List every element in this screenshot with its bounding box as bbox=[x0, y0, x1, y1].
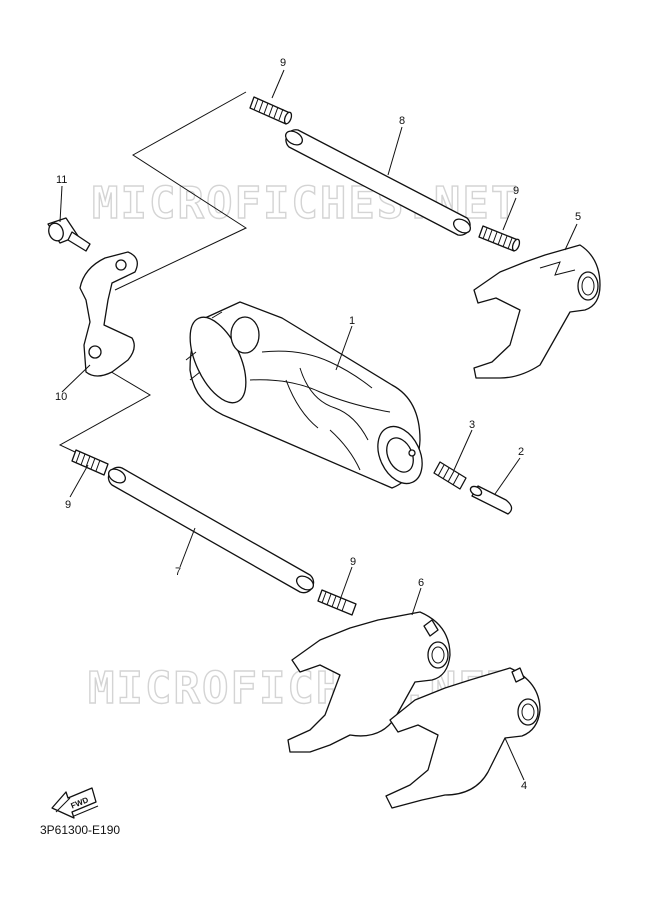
diagram-code: 3P61300-E190 bbox=[40, 823, 121, 837]
stopper-plate bbox=[79, 251, 138, 377]
callout-2: 2 bbox=[518, 446, 524, 458]
callout-6: 6 bbox=[418, 577, 424, 589]
forward-direction-arrow: FWD bbox=[51, 787, 99, 819]
spring-top-left bbox=[249, 96, 293, 125]
shift-drum bbox=[185, 301, 423, 489]
spring-bottom-left bbox=[71, 449, 109, 476]
spring-bottom-right bbox=[317, 589, 357, 616]
callout-10: 10 bbox=[55, 391, 67, 403]
callout-numbers: 9 8 9 11 5 1 10 3 2 9 7 9 6 4 bbox=[55, 57, 581, 792]
callout-7: 7 bbox=[175, 566, 181, 578]
pin bbox=[469, 485, 513, 515]
callout-1: 1 bbox=[349, 315, 355, 327]
bolt bbox=[47, 217, 91, 252]
callout-9-right: 9 bbox=[513, 185, 519, 197]
shift-fork-top bbox=[473, 244, 601, 379]
guide-bar-bottom bbox=[107, 466, 315, 594]
callout-8: 8 bbox=[399, 115, 405, 127]
callout-9-top: 9 bbox=[280, 57, 286, 69]
leader-lines bbox=[59, 69, 578, 781]
shift-fork-bottom bbox=[385, 667, 541, 809]
callout-9-bottom: 9 bbox=[350, 556, 356, 568]
callout-5: 5 bbox=[575, 211, 581, 223]
assembly-outline-top bbox=[114, 91, 248, 291]
callout-3: 3 bbox=[469, 419, 475, 431]
spring-top-right bbox=[478, 225, 521, 252]
spring-drum bbox=[433, 461, 467, 490]
callout-11: 11 bbox=[56, 174, 67, 186]
assembly-outline-bottom bbox=[58, 369, 152, 453]
guide-bar-top bbox=[284, 129, 472, 236]
callout-9-left: 9 bbox=[65, 499, 71, 511]
callout-4: 4 bbox=[521, 780, 527, 792]
